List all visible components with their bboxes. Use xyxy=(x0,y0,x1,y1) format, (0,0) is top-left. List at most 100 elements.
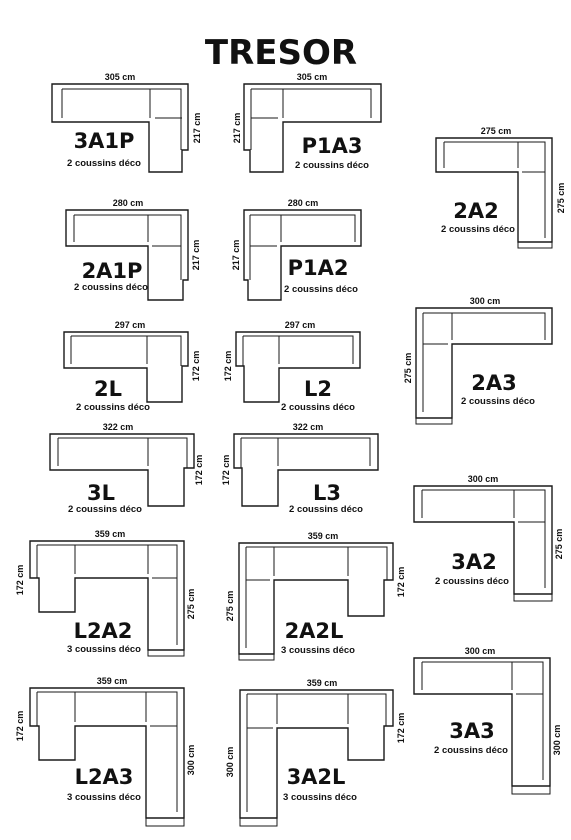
sofa-outline xyxy=(65,209,189,301)
depth-label: 172 cm xyxy=(221,455,231,486)
sofa-L2A3: 359 cm 172 cm 300 cm L2A3 3 coussins déc… xyxy=(15,676,196,827)
depth-label: 217 cm xyxy=(231,240,241,271)
sofa-outline xyxy=(243,83,382,173)
sofa-cushions xyxy=(443,141,553,249)
model-name: P1A2 xyxy=(288,256,349,280)
cushion-count: 2 coussins déco xyxy=(76,402,150,413)
width-label: 297 cm xyxy=(285,320,316,330)
cushion-count: 2 coussins déco xyxy=(289,504,363,515)
depth-label: 172 cm xyxy=(194,455,204,486)
page-title: TRESOR xyxy=(205,33,357,73)
model-name: 3A2 xyxy=(451,550,496,574)
width-label: 359 cm xyxy=(97,676,128,686)
sofa-outline xyxy=(243,209,362,301)
sofa-3A3: 300 cm 300 cm 3A3 2 coussins déco xyxy=(413,646,562,795)
sofa-outline xyxy=(239,689,394,819)
width-label: 275 cm xyxy=(481,126,512,136)
width-label: 322 cm xyxy=(103,422,134,432)
width-label: 280 cm xyxy=(288,198,319,208)
model-name: 2A2L xyxy=(285,619,344,643)
cushion-count: 2 coussins déco xyxy=(281,402,355,413)
width-label: 280 cm xyxy=(113,198,144,208)
sofa-P1A3: 305 cm 217 cm P1A3 2 coussins déco xyxy=(232,72,382,173)
cushion-count: 2 coussins déco xyxy=(435,576,509,587)
sofa-3A1P: 305 cm 217 cm 3A1P 2 coussins déco xyxy=(51,72,202,173)
depth-left-label: 275 cm xyxy=(225,591,235,622)
sofa-outline xyxy=(49,433,195,507)
cushion-count: 2 coussins déco xyxy=(461,396,535,407)
sofa-2A2: 275 cm 275 cm 2A2 2 coussins déco xyxy=(435,126,566,249)
model-name: 3A1P xyxy=(74,129,135,153)
sofa-cushions xyxy=(250,88,372,150)
sofa-cushions xyxy=(421,661,551,795)
model-name: 3A3 xyxy=(449,719,494,743)
sofa-cushions xyxy=(415,312,546,425)
model-name: L2A3 xyxy=(75,765,134,789)
width-label: 359 cm xyxy=(95,529,126,539)
sofa-3A2L: 359 cm 300 cm 172 cm 3A2L 3 coussins déc… xyxy=(225,678,406,827)
sofa-outline xyxy=(29,687,185,819)
width-label: 359 cm xyxy=(308,531,339,541)
model-name: P1A3 xyxy=(302,134,363,158)
cushion-count: 2 coussins déco xyxy=(67,158,141,169)
model-name: 2A2 xyxy=(453,199,498,223)
cushion-count: 2 coussins déco xyxy=(441,224,515,235)
cushion-count: 2 coussins déco xyxy=(74,282,148,293)
depth-left-label: 172 cm xyxy=(15,711,25,742)
sofa-cushions xyxy=(249,214,356,280)
width-label: 322 cm xyxy=(293,422,324,432)
depth-label: 217 cm xyxy=(192,113,202,144)
sofa-3A2: 300 cm 275 cm 3A2 2 coussins déco xyxy=(413,474,564,602)
model-name: L3 xyxy=(313,481,341,505)
cushion-count: 2 coussins déco xyxy=(295,160,369,171)
depth-label: 275 cm xyxy=(554,529,564,560)
sofa-2L: 297 cm 172 cm 2L 2 coussins déco xyxy=(63,320,201,413)
model-name: L2 xyxy=(304,377,332,401)
depth-label: 217 cm xyxy=(232,113,242,144)
depth-label: 172 cm xyxy=(191,351,201,382)
sofa-outline xyxy=(29,540,185,651)
cushion-count: 2 coussins déco xyxy=(68,504,142,515)
width-label: 359 cm xyxy=(307,678,338,688)
depth-right-label: 275 cm xyxy=(186,589,196,620)
sofa-L2: 297 cm 172 cm L2 2 coussins déco xyxy=(223,320,361,413)
width-label: 305 cm xyxy=(297,72,328,82)
depth-right-label: 172 cm xyxy=(396,713,406,744)
width-label: 300 cm xyxy=(465,646,496,656)
cushion-count: 3 coussins déco xyxy=(281,645,355,656)
sofa-2A1P: 280 cm 217 cm 2A1P 2 coussins déco xyxy=(65,198,201,301)
sofa-2A3: 300 cm 275 cm 2A3 2 coussins déco xyxy=(403,296,553,425)
cushion-count: 2 coussins déco xyxy=(284,284,358,295)
model-name: 3A2L xyxy=(287,765,346,789)
cushion-count: 3 coussins déco xyxy=(283,792,357,803)
depth-label: 172 cm xyxy=(223,351,233,382)
depth-left-label: 300 cm xyxy=(225,747,235,778)
sofa-L3: 322 cm 172 cm L3 2 coussins déco xyxy=(221,422,379,515)
width-label: 300 cm xyxy=(468,474,499,484)
model-name: 2A1P xyxy=(82,259,143,283)
depth-label: 275 cm xyxy=(403,353,413,384)
cushion-count: 2 coussins déco xyxy=(434,745,508,756)
sofa-cushions xyxy=(36,691,185,827)
depth-label: 217 cm xyxy=(191,240,201,271)
sofa-cushions xyxy=(421,489,553,602)
sofa-cushions xyxy=(70,335,182,366)
depth-right-label: 172 cm xyxy=(396,567,406,598)
depth-label: 300 cm xyxy=(552,725,562,756)
depth-label: 275 cm xyxy=(556,183,566,214)
model-name: 3L xyxy=(87,481,115,505)
sofa-cushions xyxy=(238,546,388,661)
sofa-cushions xyxy=(61,88,182,150)
model-name: 2L xyxy=(94,377,122,401)
width-label: 300 cm xyxy=(470,296,501,306)
model-name: 2A3 xyxy=(471,371,516,395)
sofa-3L: 322 cm 172 cm 3L 2 coussins déco xyxy=(49,422,204,515)
sofa-cushions xyxy=(239,693,387,827)
sofa-outline xyxy=(238,542,394,655)
sofa-cushions xyxy=(36,544,185,657)
cushion-count: 3 coussins déco xyxy=(67,644,141,655)
depth-left-label: 172 cm xyxy=(15,565,25,596)
sofa-P1A2: 280 cm 217 cm P1A2 2 coussins déco xyxy=(231,198,362,301)
model-name: L2A2 xyxy=(74,619,133,643)
